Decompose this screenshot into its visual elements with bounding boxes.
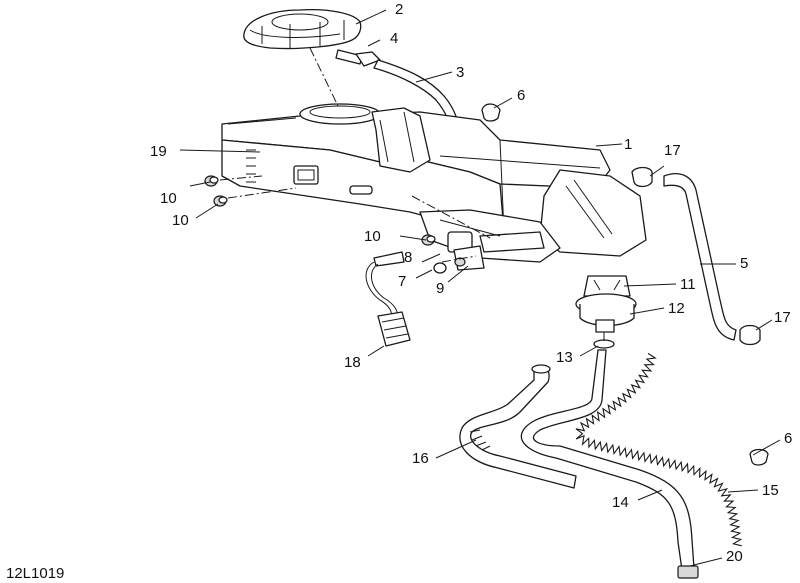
leader-lines — [179, 9, 781, 567]
callout-18: 18 — [344, 354, 361, 371]
gasket-12 — [575, 293, 637, 333]
callout-10c: 10 — [364, 228, 381, 245]
fuel-tank — [221, 103, 647, 263]
callout-16: 16 — [412, 450, 429, 467]
sender-harness — [365, 251, 411, 347]
callout-3: 3 — [456, 64, 464, 81]
callout-10a: 10 — [160, 190, 177, 207]
fuel-sender — [433, 231, 485, 274]
plug-10c — [421, 234, 436, 246]
fitting-20 — [677, 565, 699, 579]
callout-20: 20 — [726, 548, 743, 565]
callout-7: 7 — [398, 273, 406, 290]
callout-11: 11 — [680, 276, 696, 293]
callout-8: 8 — [404, 249, 412, 266]
hose-14 — [520, 349, 695, 571]
vent-valve-11 — [583, 275, 631, 297]
callout-6a: 6 — [517, 87, 525, 104]
callout-12: 12 — [668, 300, 685, 317]
clamp-17-lower — [739, 324, 761, 346]
assembly-centerlines — [219, 47, 605, 344]
callout-10b: 10 — [172, 212, 189, 229]
callout-17a: 17 — [664, 142, 681, 159]
elbow-hose-16 — [459, 364, 577, 489]
callout-13: 13 — [556, 349, 573, 366]
vent-valve — [335, 49, 381, 67]
coil-hose-spring — [575, 352, 743, 547]
plug-10b — [213, 195, 228, 207]
callout-labels: 1 2 3 4 5 6 6 7 8 9 10 10 10 11 12 13 14… — [150, 1, 792, 565]
callout-5: 5 — [740, 255, 748, 272]
clamp-6-upper — [481, 103, 501, 122]
callout-4: 4 — [390, 30, 398, 47]
clamp-6-lower — [749, 448, 769, 466]
callout-19: 19 — [150, 143, 167, 160]
fuel-hose-5 — [663, 173, 737, 341]
callout-14: 14 — [612, 494, 629, 511]
callout-9: 9 — [436, 280, 444, 297]
callout-1: 1 — [624, 136, 632, 153]
callout-17b: 17 — [774, 309, 791, 326]
clamp-17-upper — [631, 166, 653, 188]
plug-10a — [204, 175, 219, 187]
coil-hose-15 — [575, 352, 743, 547]
drawing-reference-code: 12L1019 — [6, 565, 64, 582]
callout-2: 2 — [395, 1, 403, 18]
callout-6b: 6 — [784, 430, 792, 447]
callout-15: 15 — [762, 482, 779, 499]
fuel-cap — [243, 8, 362, 50]
